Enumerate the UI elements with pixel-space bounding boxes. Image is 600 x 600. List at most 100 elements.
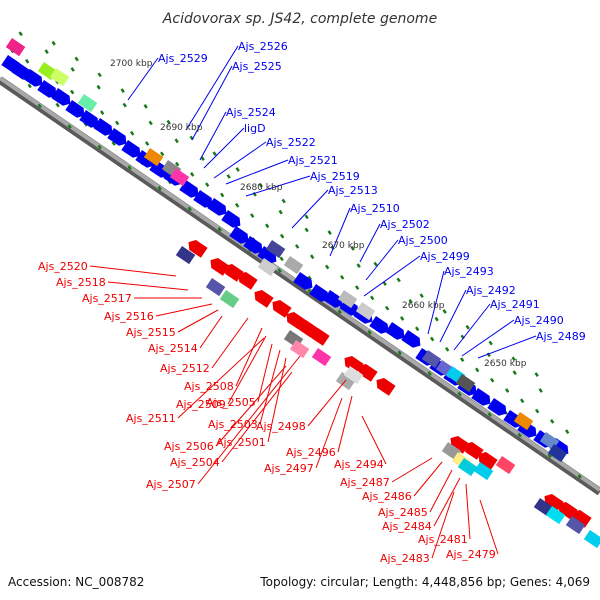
bottom-gene-label: Ajs_2504 (170, 456, 220, 469)
forward-gene-arrow (11, 62, 31, 80)
tick-mark (37, 103, 42, 109)
forward-gene-arrow (385, 322, 405, 340)
tick-mark (115, 120, 120, 126)
bottom-gene-label: Ajs_2509 (176, 398, 226, 411)
reverse-gene-arrow (358, 364, 378, 382)
bottom-leader-line (107, 281, 189, 291)
top-leader-line (365, 239, 399, 281)
bottom-leader-line (211, 317, 249, 369)
top-gene-label: Ajs_2522 (266, 136, 316, 149)
tick-mark (356, 263, 361, 268)
bottom-gene-label: Ajs_2501 (216, 436, 266, 449)
tick-mark (373, 261, 378, 267)
tick-mark (70, 89, 75, 95)
top-leader-line (359, 223, 381, 263)
tick-mark (205, 182, 210, 188)
top-leader-line (329, 207, 351, 257)
gene-block (457, 458, 478, 477)
tick-mark (367, 329, 372, 335)
tick-mark (96, 84, 101, 90)
bottom-gene-label: Ajs_2516 (104, 310, 154, 323)
bottom-leader-line (235, 327, 263, 387)
tick-marks (10, 31, 582, 479)
bottom-gene-label: Ajs_2486 (362, 490, 412, 503)
bottom-gene-label: Ajs_2514 (148, 342, 198, 355)
kbp-label: 2700 kbp (110, 59, 153, 69)
tick-mark (534, 372, 539, 377)
bottom-gene-label: Ajs_2485 (378, 506, 428, 519)
tick-mark (430, 336, 435, 342)
tick-mark (397, 350, 402, 356)
reverse-gene-arrow (310, 328, 330, 346)
forward-gene-arrow (107, 128, 127, 146)
bottom-leader-line (215, 365, 287, 447)
reverse-gene-arrow (272, 300, 292, 318)
tick-mark (220, 192, 225, 198)
tick-mark (419, 293, 424, 299)
gene-block (49, 68, 70, 87)
bottom-leader-line (307, 379, 347, 427)
tick-mark (157, 185, 162, 191)
gene-block (257, 258, 278, 277)
kbp-label: 2660 kbp (402, 301, 445, 311)
gene-block (545, 505, 566, 525)
forward-gene-arrow (207, 198, 227, 216)
gene-block (283, 255, 304, 275)
tick-mark (304, 227, 309, 233)
top-leader-line (203, 127, 245, 169)
forward-gene-arrow (243, 236, 263, 254)
tick-mark (143, 104, 148, 109)
bottom-leader-line (315, 397, 343, 469)
tick-mark (281, 198, 286, 204)
bottom-leader-line (177, 337, 265, 419)
gene-block (337, 289, 358, 309)
top-gene-label: Ajs_2489 (536, 330, 586, 343)
tick-mark (538, 388, 543, 393)
bottom-leader-line (465, 483, 471, 540)
tick-mark (97, 144, 102, 150)
forward-gene-arrow (369, 316, 389, 334)
top-leader-line (191, 65, 233, 141)
tick-mark (212, 151, 217, 157)
tick-mark (442, 309, 447, 314)
bottom-leader-line (433, 477, 461, 527)
tick-mark (434, 316, 439, 322)
reverse-gene-arrow (478, 452, 498, 470)
bottom-leader-line (197, 355, 301, 485)
forward-gene-arrow (79, 110, 99, 128)
bottom-gene-label: Ajs_2512 (160, 362, 210, 375)
label-leader-lines (89, 45, 537, 559)
tick-mark (565, 429, 570, 435)
reverse-gene-arrow (572, 510, 592, 528)
forward-gene-arrow (65, 100, 85, 118)
gene-block (311, 348, 332, 367)
tick-mark (487, 412, 492, 417)
top-gene-label: Ajs_2490 (514, 314, 564, 327)
gene-block (143, 148, 164, 167)
tick-mark (550, 419, 555, 424)
bottom-gene-label: Ajs_2511 (126, 412, 176, 425)
tick-mark (517, 432, 522, 438)
tick-mark (460, 357, 465, 362)
tick-mark (396, 277, 401, 283)
bottom-gene-label: Ajs_2520 (38, 260, 88, 273)
gene-block (5, 38, 26, 57)
top-leader-line (245, 175, 311, 197)
forward-gene-arrow (37, 80, 57, 98)
top-leader-line (477, 335, 537, 359)
gene-block (265, 240, 286, 259)
tick-mark (55, 102, 60, 108)
tick-mark (145, 141, 150, 146)
top-leader-line (225, 159, 289, 185)
top-gene-label: Ajs_2526 (238, 40, 288, 53)
bottom-gene-label: Ajs_2494 (334, 458, 384, 471)
tick-mark (325, 264, 330, 270)
bottom-gene-label: Ajs_2518 (56, 276, 106, 289)
tick-mark (174, 161, 180, 167)
forward-gene-arrow (293, 272, 313, 290)
tick-mark (100, 110, 105, 116)
tick-mark (258, 182, 263, 188)
bottom-gene-label: Ajs_2481 (418, 533, 468, 546)
bottom-gene-label: Ajs_2503 (208, 418, 258, 431)
